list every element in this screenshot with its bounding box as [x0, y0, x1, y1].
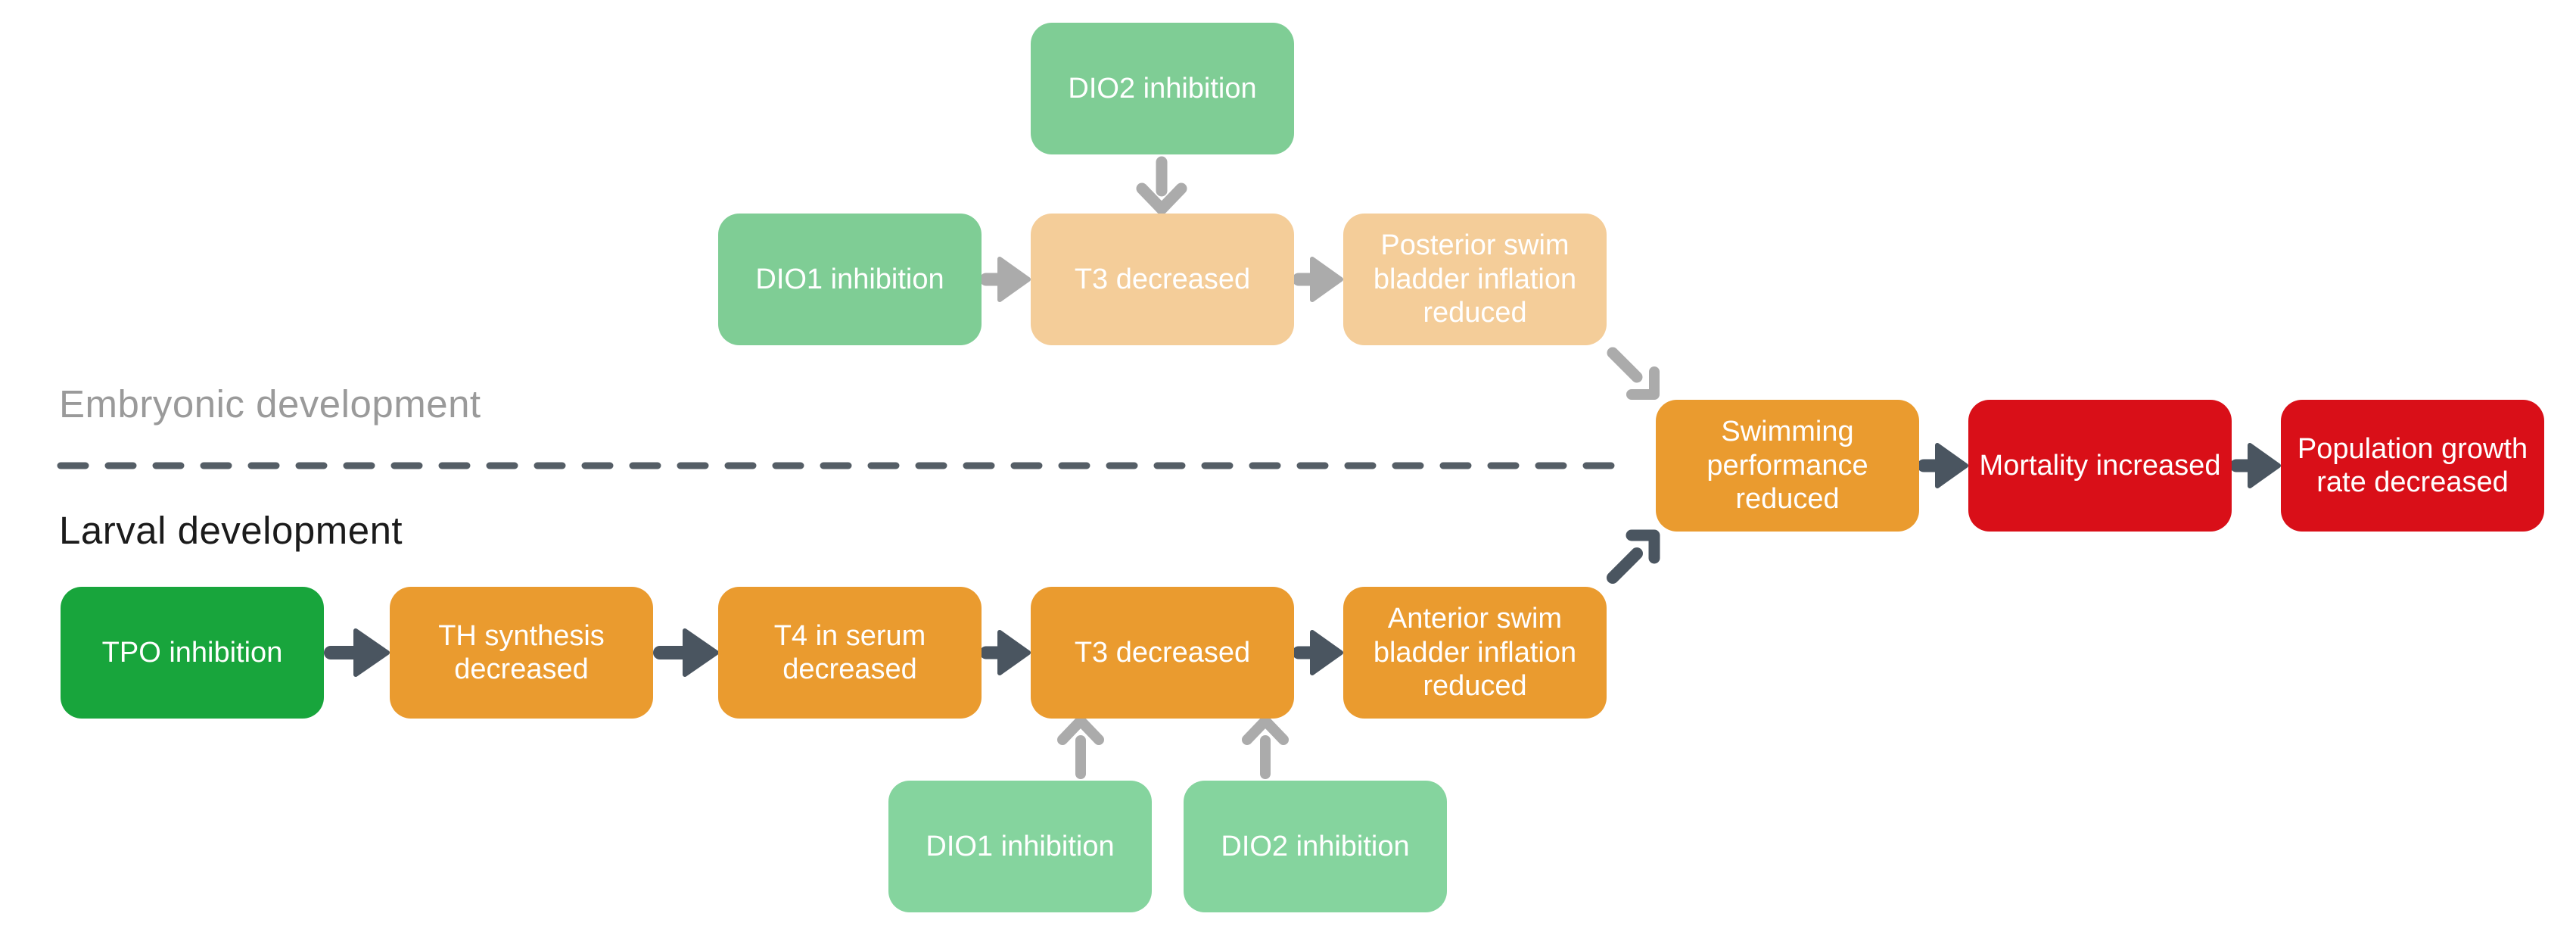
larval-development-label: Larval development [59, 509, 403, 552]
node-th-synthesis-decreased: TH synthesis decreased [390, 587, 653, 719]
node-mortality-increased: Mortality increased [1968, 400, 2232, 532]
node-t3-decreased-embryonic: T3 decreased [1031, 214, 1294, 345]
arrow-posterior-to-swimming-diagonal [1607, 347, 1660, 400]
node-anterior-swim-bladder: Anterior swim bladder inflation reduced [1343, 587, 1607, 719]
node-t4-serum-decreased: T4 in serum decreased [718, 587, 982, 719]
arrow-t3-embryonic-to-posterior [1292, 257, 1343, 302]
arrow-swimming-to-mortality [1917, 443, 1968, 488]
node-tpo-inhibition: TPO inhibition [61, 587, 324, 719]
arrow-dio2-embryonic-down-to-t3 [1136, 156, 1187, 215]
node-dio1-inhibition-embryonic: DIO1 inhibition [718, 214, 982, 345]
node-posterior-swim-bladder: Posterior swim bladder inflation reduced [1343, 214, 1607, 345]
node-population-growth-decreased: Population growth rate decreased [2281, 400, 2544, 532]
node-t3-decreased-larval: T3 decreased [1031, 587, 1294, 719]
arrow-t4-serum-to-t3 [979, 630, 1031, 675]
arrow-mortality-to-population [2229, 443, 2281, 488]
arrow-dio1-larval-up-to-t3 [1057, 716, 1104, 779]
node-dio2-inhibition-larval: DIO2 inhibition [1184, 781, 1447, 912]
node-dio1-inhibition-larval: DIO1 inhibition [888, 781, 1152, 912]
arrow-tpo-to-th-synthesis [324, 628, 390, 677]
node-dio2-inhibition-embryonic: DIO2 inhibition [1031, 23, 1294, 154]
embryonic-development-label: Embryonic development [59, 382, 481, 426]
arrow-anterior-to-swimming-diagonal [1607, 529, 1660, 584]
arrow-dio1-embryonic-to-t3 [979, 257, 1031, 302]
arrow-th-synthesis-to-t4-serum [653, 628, 719, 677]
arrow-t3-to-anterior-swim-bladder [1292, 630, 1343, 675]
node-swimming-performance-reduced: Swimming performance reduced [1656, 400, 1919, 532]
arrow-dio2-larval-up-to-t3 [1242, 716, 1289, 779]
